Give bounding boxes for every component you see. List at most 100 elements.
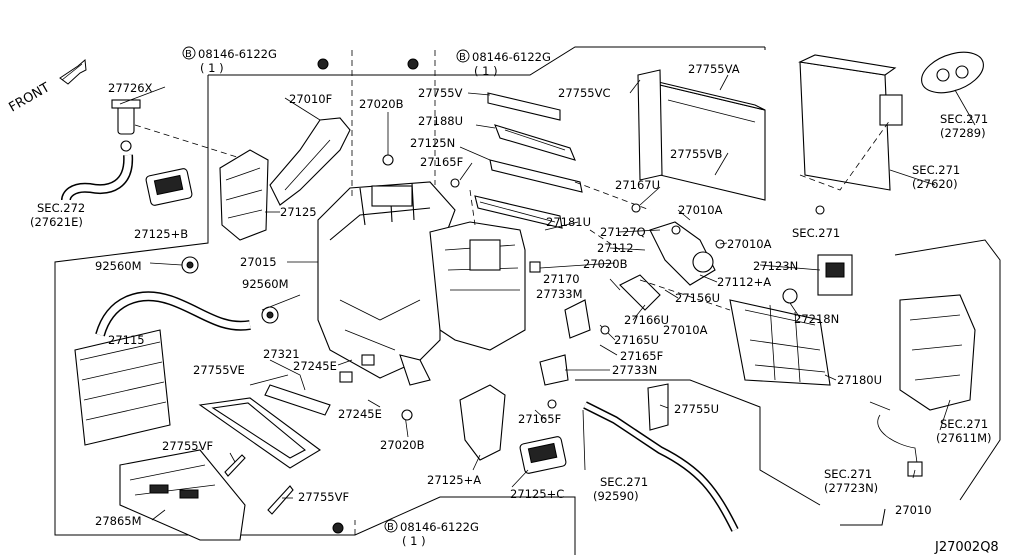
sec-label: SEC.271 (912, 163, 960, 177)
label-27755vf-b: 27755VF (298, 490, 349, 504)
seal-27755u (647, 383, 669, 431)
label-27010a-b: 27010A (727, 237, 772, 251)
bolt-marker: B (459, 52, 466, 63)
sec-label: SEC.271 (792, 226, 840, 240)
bracket-27733n (539, 354, 569, 386)
bolt-marker: B (387, 522, 394, 533)
label-27010a-a: 27010A (678, 203, 723, 217)
label-27165f-b: 27165F (620, 349, 663, 363)
filter-27188u (494, 124, 576, 161)
filter-27125n (489, 159, 583, 193)
duct-27125a (459, 384, 506, 461)
sec-ref: (27289) (940, 126, 986, 140)
bolt-qty: ( 1 ) (474, 64, 498, 78)
bracket-27733m (564, 299, 591, 339)
label-27112a: 27112+A (717, 275, 771, 289)
label-27181u: 27181U (546, 215, 591, 229)
label-27010f: 27010F (289, 92, 332, 106)
label-27865m: 27865M (95, 514, 142, 528)
sec-ref: (27611M) (936, 431, 991, 445)
bolt-marker: B (185, 49, 192, 60)
filter-27181u (474, 195, 563, 229)
label-27010: 27010 (895, 503, 932, 517)
label-92560m-a: 92560M (95, 259, 142, 273)
housing-sec271-27611m (899, 294, 976, 411)
sec-label: SEC.272 (37, 201, 85, 215)
label-27156u: 27156U (675, 291, 720, 305)
label-27165f-c: 27165F (518, 412, 561, 426)
valve-27726x (111, 99, 141, 152)
label-27125: 27125 (280, 205, 317, 219)
label-27245e-a: 27245E (293, 359, 337, 373)
label-27245e-b: 27245E (338, 407, 382, 421)
sensor-27123n (817, 254, 853, 296)
duct-27125 (219, 149, 269, 241)
label-27125a: 27125+A (427, 473, 481, 487)
sec-label: SEC.271 (824, 467, 872, 481)
heater-unit-27015 (317, 181, 526, 386)
label-27167u: 27167U (615, 178, 660, 192)
filter-27321 (264, 384, 331, 416)
label-27755v: 27755V (418, 86, 463, 100)
label-27127q: 27127Q (600, 225, 646, 239)
label-27755ve: 27755VE (193, 363, 245, 377)
sec-271-27620: SEC.271 (27620) (912, 163, 960, 191)
front-arrow: FRONT (7, 58, 87, 115)
bolt-callout-2: B 08146-6122G ( 1 ) (456, 49, 551, 78)
label-27180u: 27180U (837, 373, 882, 387)
sec-271-92590: SEC.271 (92590) (593, 475, 648, 503)
drain-hose-92590 (583, 401, 739, 532)
label-27755vf-a: 27755VF (162, 439, 213, 453)
label-27112: 27112 (597, 241, 634, 255)
label-27755vb: 27755VB (670, 147, 722, 161)
label-27125n: 27125N (410, 136, 455, 150)
label-27755u: 27755U (674, 402, 719, 416)
bracket-27125b (145, 168, 193, 206)
label-27726x: 27726X (108, 81, 153, 95)
seal-27755v (487, 92, 561, 121)
clip-27218n (782, 288, 798, 304)
sec-272-27621e: SEC.272 (27621E) (30, 201, 85, 229)
bolt-callout-1: B 08146-6122G ( 1 ) (182, 46, 277, 75)
label-27125b: 27125+B (134, 227, 188, 241)
sec-label: SEC.271 (940, 112, 988, 126)
seal-27755vc (637, 69, 663, 181)
label-27020b-c: 27020B (380, 438, 425, 452)
heater-core-27115 (74, 329, 171, 446)
sec-ref: (27620) (912, 177, 958, 191)
label-27165f-a: 27165F (420, 155, 463, 169)
air-duct-27865m (119, 449, 246, 541)
evaporator-27755va (649, 79, 766, 201)
sec-271-27289: SEC.271 (27289) (940, 112, 988, 140)
label-27321: 27321 (263, 347, 300, 361)
duct-27010f (269, 117, 351, 206)
bolt-part-number: 08146-6122G (198, 47, 277, 61)
label-27755vc: 27755VC (558, 86, 610, 100)
sec-label: SEC.271 (940, 417, 988, 431)
bolt-qty: ( 1 ) (200, 61, 224, 75)
hose-sec272 (61, 154, 134, 201)
label-92560m-b: 92560M (242, 277, 289, 291)
label-27123n: 27123N (753, 259, 798, 273)
seal-27755ve (198, 397, 321, 469)
part-labels: 27726X 27010F 27020B 27755V 27755VC 2775… (95, 62, 932, 528)
bolt-part-number: 08146-6122G (472, 50, 551, 64)
sec-ref: (27621E) (30, 215, 83, 229)
label-27115: 27115 (108, 333, 145, 347)
bracket-27125c (519, 436, 567, 474)
label-27188u: 27188U (418, 114, 463, 128)
label-27010a-c: 27010A (663, 323, 708, 337)
label-27165u: 27165U (614, 333, 659, 347)
blower-27180u (729, 299, 831, 386)
cooler-core-sec271 (798, 51, 984, 191)
sec-ref: (27723N) (824, 481, 878, 495)
harness-27723n (877, 414, 923, 477)
label-27020b-b: 27020B (583, 257, 628, 271)
sec-ref: (92590) (593, 489, 639, 503)
sec-271-27723n: SEC.271 (27723N) (824, 467, 878, 495)
label-27170: 27170 (543, 272, 580, 286)
label-27218n: 27218N (794, 312, 839, 326)
sec-label: SEC.271 (600, 475, 648, 489)
